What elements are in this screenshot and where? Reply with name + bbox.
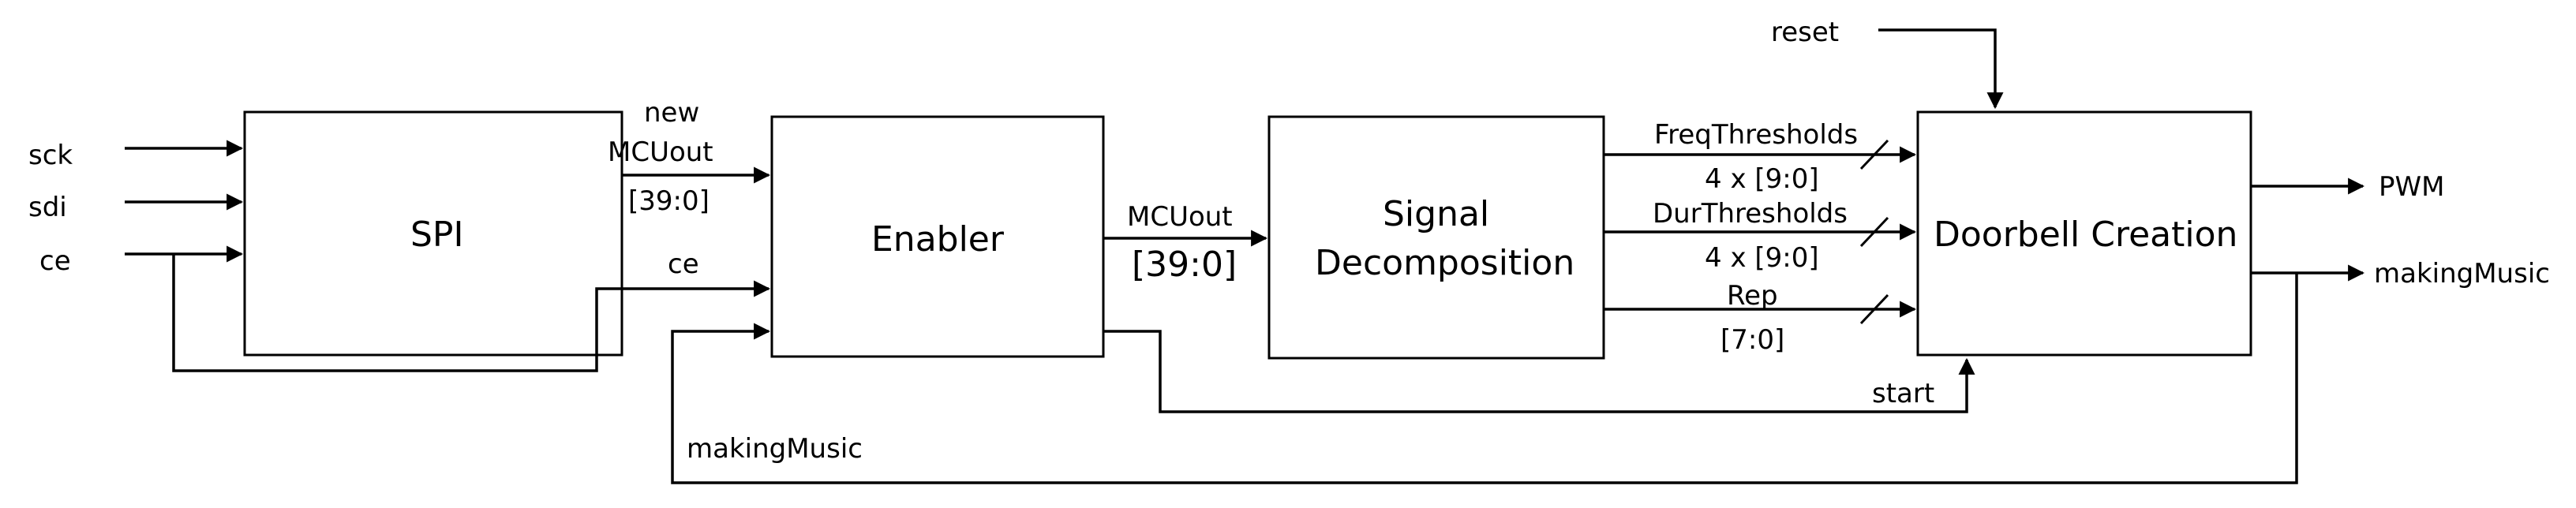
output-pwm-label: PWM <box>2379 171 2444 203</box>
doorbell-creation-label: Doorbell Creation <box>1934 215 2237 255</box>
dur-thresholds-label: DurThresholds <box>1653 198 1848 230</box>
rep-label: Rep <box>1727 280 1778 312</box>
new-mcuout-label-line1: new <box>644 97 699 129</box>
signal-decomposition-block: Signal Decomposition <box>1267 115 1605 360</box>
spi-block-label: SPI <box>410 215 463 255</box>
freq-thresholds-width-label: 4 x [9:0] <box>1705 163 1819 195</box>
freq-thresholds-label: FreqThresholds <box>1654 119 1858 151</box>
start-wire <box>1103 330 1975 413</box>
rep-bus-slash <box>1859 293 1889 325</box>
spi-block: SPI <box>243 110 623 357</box>
new-mcuout-label-line2: MCUout <box>608 136 713 168</box>
ce-wire-to-enabler <box>172 254 771 372</box>
mcuout-label: MCUout <box>1127 201 1233 233</box>
doorbell-creation-block: Doorbell Creation <box>1916 110 2252 357</box>
enabler-block-label: Enabler <box>871 219 1005 260</box>
making-music-feedback-label: makingMusic <box>687 433 863 465</box>
reset-wire <box>1878 28 2004 110</box>
output-making-music-label: makingMusic <box>2374 258 2550 289</box>
ce-enabler-label: ce <box>668 248 699 280</box>
signal-decomposition-label-line1: Signal <box>1383 194 1489 234</box>
input-sdi-label: sdi <box>28 192 67 223</box>
input-reset-label: reset <box>1771 17 1839 48</box>
mcuout-width-label: [39:0] <box>1132 245 1237 285</box>
rep-width-label: [7:0] <box>1720 324 1784 356</box>
input-ce-label: ce <box>39 245 71 277</box>
input-sck-label: sck <box>28 140 73 171</box>
dur-thresholds-width-label: 4 x [9:0] <box>1705 242 1819 274</box>
making-music-feedback-wire <box>671 273 2298 484</box>
freq-thresholds-bus-slash <box>1859 139 1889 170</box>
dur-thresholds-bus-slash <box>1859 216 1889 248</box>
signal-decomposition-label-line2: Decomposition <box>1315 243 1574 283</box>
start-label: start <box>1872 378 1934 409</box>
enabler-block: Enabler <box>770 115 1105 358</box>
new-mcuout-label-line3: [39:0] <box>628 185 710 217</box>
